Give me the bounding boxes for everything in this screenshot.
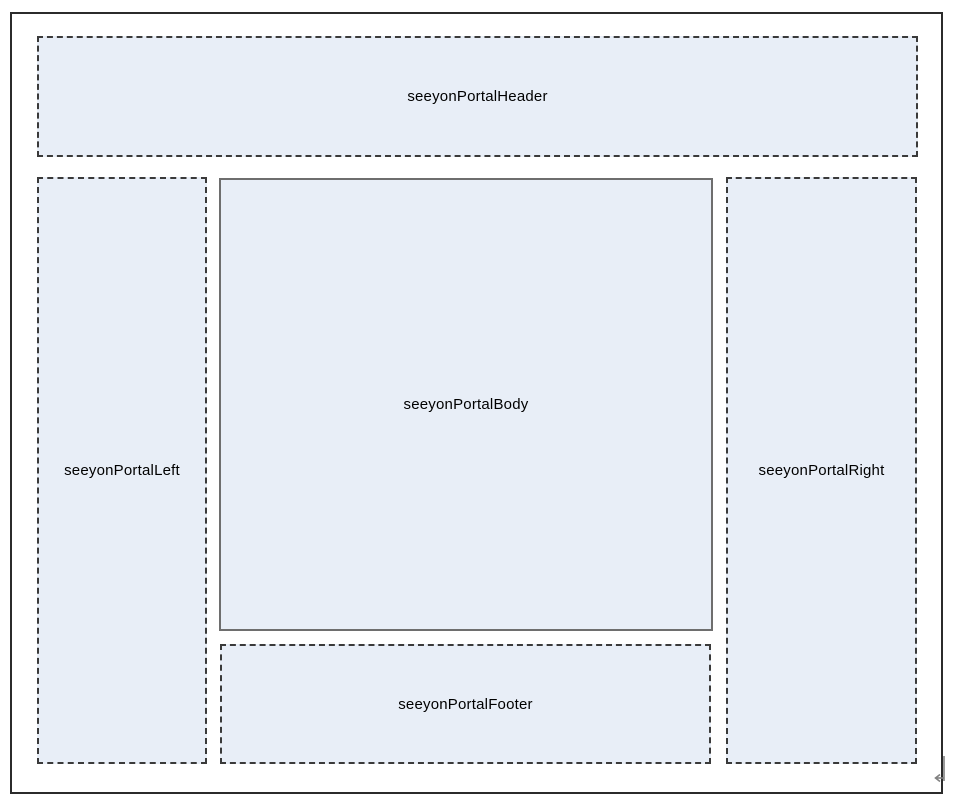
region-portal-footer-label: seeyonPortalFooter xyxy=(398,695,533,713)
region-portal-body: seeyonPortalBody xyxy=(219,178,713,631)
region-portal-right: seeyonPortalRight xyxy=(726,177,917,764)
region-portal-left-label: seeyonPortalLeft xyxy=(64,462,180,479)
return-anchor-icon xyxy=(933,754,951,786)
region-portal-body-label: seeyonPortalBody xyxy=(403,396,529,413)
region-portal-right-label: seeyonPortalRight xyxy=(758,462,885,479)
region-portal-footer: seeyonPortalFooter xyxy=(220,644,711,764)
region-portal-header-label: seeyonPortalHeader xyxy=(407,88,548,105)
region-portal-header: seeyonPortalHeader xyxy=(37,36,918,157)
region-portal-left: seeyonPortalLeft xyxy=(37,177,207,764)
